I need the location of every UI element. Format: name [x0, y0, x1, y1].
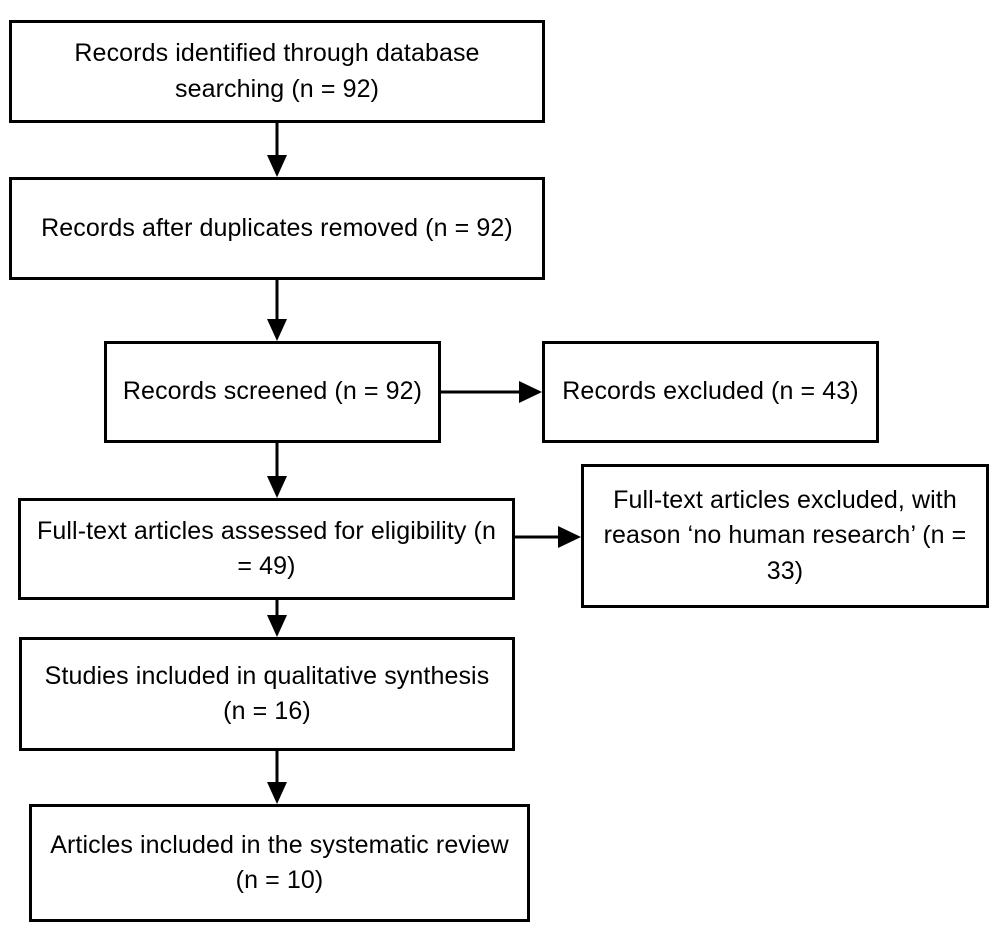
box-fulltext-excluded: Full-text articles excluded, with reason…	[581, 464, 989, 608]
box-records-identified-text: Records identified through database sear…	[74, 39, 480, 103]
box-records-identified: Records identified through database sear…	[9, 20, 545, 123]
arrow-qualitative-to-review	[267, 751, 287, 804]
arrow-fulltext-to-qualitative	[267, 600, 287, 637]
arrow-screened-to-excluded	[441, 381, 542, 403]
box-systematic-review-text: Articles included in the systematic revi…	[50, 830, 509, 895]
box-systematic-review: Articles included in the systematic revi…	[29, 804, 530, 922]
box-fulltext-assessed: Full-text articles assessed for eligibil…	[18, 498, 515, 600]
box-fulltext-assessed-text: Full-text articles assessed for eligibil…	[37, 516, 496, 581]
box-fulltext-excluded-text: Full-text articles excluded, with reason…	[603, 485, 967, 585]
box-records-screened: Records screened (n = 92)	[104, 341, 441, 443]
box-records-after-duplicates: Records after duplicates removed (n = 92…	[9, 177, 545, 280]
arrow-identified-to-duplicates	[267, 123, 287, 177]
box-qualitative-synthesis-text: Studies included in qualitative synthesi…	[44, 661, 490, 726]
arrow-duplicates-to-screened	[267, 280, 287, 341]
box-qualitative-synthesis: Studies included in qualitative synthesi…	[19, 637, 515, 751]
box-records-screened-text: Records screened (n = 92)	[122, 377, 423, 406]
arrow-screened-to-fulltext	[267, 443, 287, 498]
box-records-excluded-text: Records excluded (n = 43)	[562, 377, 859, 406]
box-records-after-duplicates-text: Records after duplicates removed (n = 92…	[41, 213, 513, 242]
box-records-excluded: Records excluded (n = 43)	[542, 341, 879, 443]
arrow-fulltext-to-fulltext-excluded	[515, 526, 581, 548]
